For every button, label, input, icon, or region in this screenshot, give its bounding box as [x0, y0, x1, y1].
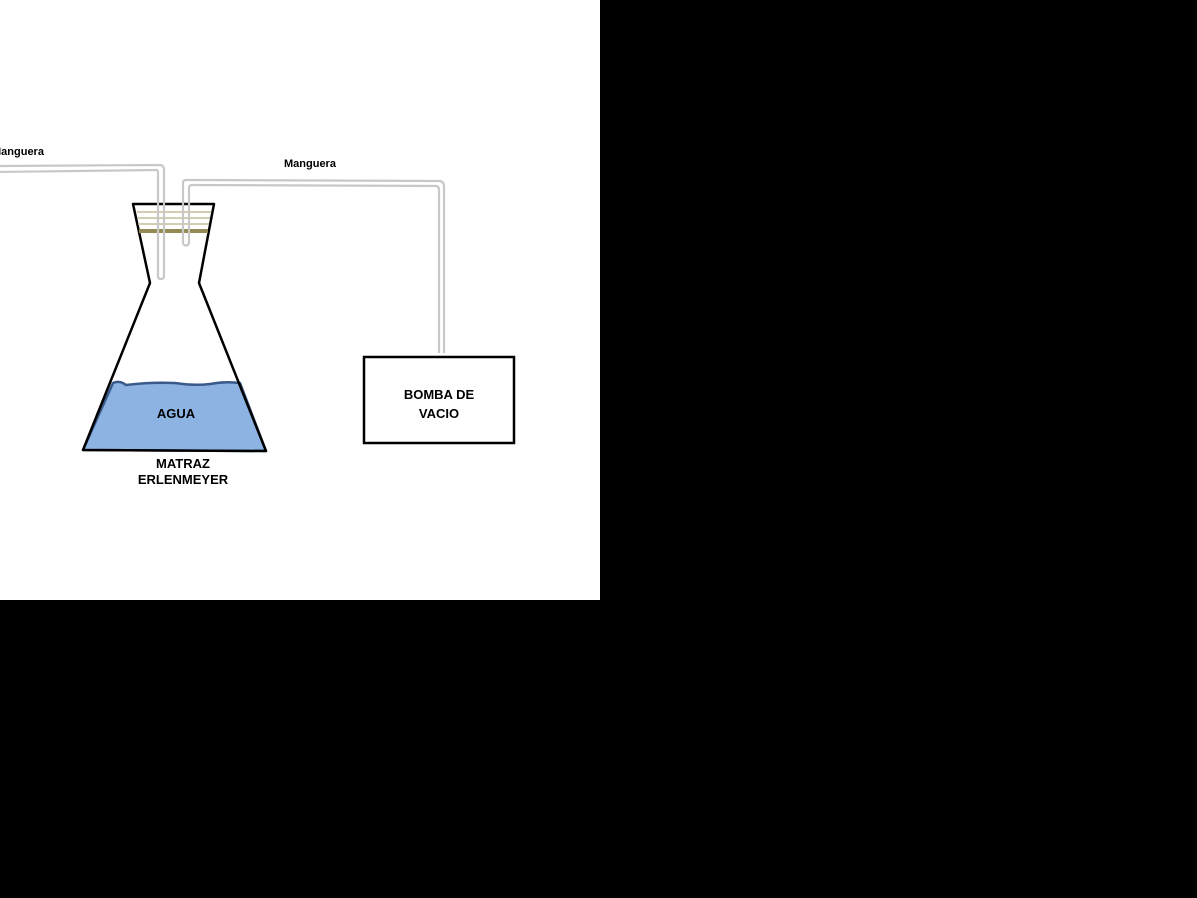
flask-stopper	[137, 211, 211, 233]
erlenmeyer-flask	[81, 202, 268, 453]
pump-label-line1: BOMBA DE	[404, 387, 475, 402]
vacuum-pump-box	[362, 355, 516, 445]
flask-label-line2: ERLENMEYER	[138, 472, 229, 487]
hose-left	[0, 163, 166, 281]
hose-left-label: Manguera	[0, 146, 45, 158]
water-label: AGUA	[157, 406, 196, 421]
hose-right-label: Manguera	[284, 158, 337, 170]
hose-right	[181, 178, 446, 353]
water-fill	[81, 380, 268, 453]
diagram-canvas: Manguera Manguera AGUA MATRAZ ERLENMEYER…	[0, 0, 600, 600]
flask-label-line1: MATRAZ	[156, 456, 210, 471]
vacuum-setup-diagram: Manguera Manguera AGUA MATRAZ ERLENMEYER…	[0, 146, 516, 487]
pump-label-line2: VACIO	[419, 406, 459, 421]
